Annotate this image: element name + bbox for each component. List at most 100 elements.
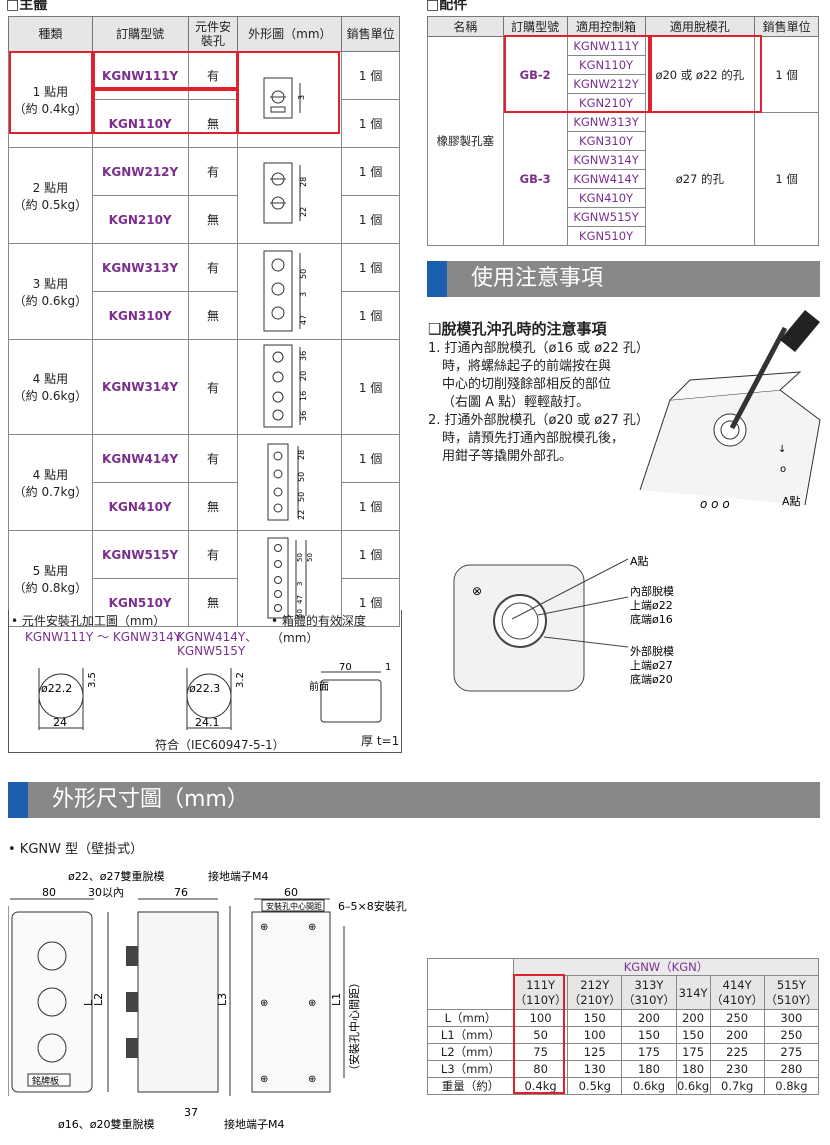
- model-cell: KGN310Y: [91, 291, 189, 340]
- dim-cell: 250: [763, 1026, 820, 1044]
- svg-text:前面: 前面: [309, 680, 329, 693]
- svg-text:20: 20: [299, 370, 308, 380]
- unit-cell: 1 個: [341, 578, 400, 627]
- model-cell: KGNW414Y: [91, 434, 189, 483]
- depth-title: • 箱體的有效深度（mm）: [271, 614, 366, 645]
- hole-cell: 有: [187, 339, 239, 435]
- gb3-unit: 1 個: [754, 112, 819, 246]
- box-cell: KGN310Y: [566, 131, 646, 151]
- box-cell: KGN410Y: [566, 188, 646, 208]
- standard-note: 符合（IEC60947-5-1）: [155, 738, 285, 752]
- outline-drawing-2pt: 28 22: [237, 147, 343, 244]
- model-cell: KGN410Y: [91, 482, 189, 531]
- svg-text:37: 37: [184, 1106, 198, 1119]
- type-cell: 4 點用（約 0.7kg）: [8, 434, 93, 531]
- svg-text:30以內: 30以內: [88, 886, 124, 899]
- model-cell: KGNW313Y: [91, 243, 189, 292]
- dim-cell: 300: [763, 1009, 820, 1027]
- model-cell: KGNW111Y: [91, 51, 189, 100]
- dimension-table: KGNW（KGN） 111Y（110Y） 212Y（210Y） 313Y（310…: [427, 958, 820, 1095]
- svg-text:80: 80: [42, 886, 56, 899]
- svg-text:22: 22: [297, 510, 306, 520]
- svg-text:50: 50: [299, 269, 308, 279]
- table-row: KGNW212Y: [428, 74, 819, 94]
- acc-header-hole: 適用脫模孔: [644, 16, 756, 37]
- dim-col-header: 515Y（510Y）: [763, 975, 820, 1010]
- unit-cell: 1 個: [341, 291, 400, 340]
- row-label: L（mm）: [427, 1009, 514, 1027]
- svg-text:36: 36: [299, 350, 308, 360]
- gb3-model: GB-3: [502, 112, 568, 246]
- svg-text:⊕: ⊕: [308, 998, 316, 1009]
- svg-text:50: 50: [297, 472, 306, 482]
- svg-text:⊕: ⊕: [308, 922, 316, 933]
- svg-text:36: 36: [299, 410, 308, 420]
- svg-text:1: 1: [385, 662, 391, 673]
- svg-text:⊗: ⊗: [472, 584, 482, 598]
- svg-text:接地端子M4: 接地端子M4: [208, 870, 269, 883]
- type-cell: 4 點用（約 0.6kg）: [8, 339, 93, 435]
- highlight-box: [236, 51, 340, 134]
- hole-cell: 有: [187, 434, 239, 483]
- svg-text:3: 3: [299, 292, 308, 297]
- acc-header-name: 名稱: [427, 16, 504, 37]
- svg-text:ø22、ø27雙重脫模: ø22、ø27雙重脫模: [68, 869, 164, 883]
- table-row: GB-3 KGNW313Y ø27 的孔 1 個: [428, 112, 819, 246]
- highlight-box: [91, 51, 239, 91]
- hole-cell: 無: [187, 99, 239, 148]
- table-row: KGNW515Y: [428, 207, 819, 227]
- dim-group-header: KGNW（KGN）: [513, 958, 819, 976]
- svg-text:22: 22: [299, 207, 308, 217]
- dim-cell: 150: [675, 1026, 711, 1044]
- type-cell: 5 點用（約 0.8kg）: [8, 530, 93, 627]
- svg-text:24: 24: [53, 716, 67, 729]
- gb2-hole: ø20 或 ø22 的孔: [644, 36, 756, 113]
- svg-text:3.5: 3.5: [87, 672, 98, 688]
- outline-drawing-1pt: 3: [237, 51, 343, 148]
- svg-text:o: o: [780, 464, 786, 475]
- dim-cell: 225: [709, 1043, 765, 1061]
- type-cell: 3 點用（約 0.6kg）: [8, 243, 93, 340]
- svg-text:28: 28: [297, 450, 306, 460]
- svg-text:ø22.3: ø22.3: [189, 682, 220, 695]
- dim-col-header: 212Y（210Y）: [567, 975, 623, 1010]
- svg-text:A點: A點: [630, 555, 649, 568]
- right-section-title: □配件: [426, 0, 468, 13]
- table-row: KGNW414Y: [428, 169, 819, 189]
- row-label: L2（mm）: [427, 1043, 514, 1061]
- hole-cell: 無: [187, 578, 239, 627]
- svg-text:接地端子M4: 接地端子M4: [224, 1118, 285, 1131]
- hole-cell: 有: [187, 147, 239, 196]
- svg-text:底端ø20: 底端ø20: [630, 672, 673, 686]
- svg-text:外部脫模: 外部脫模: [630, 644, 674, 658]
- svg-text:28: 28: [299, 177, 308, 187]
- dim-cell: 175: [675, 1043, 711, 1061]
- model-cell: KGN510Y: [91, 578, 189, 627]
- dim-col-header: 313Y（310Y）: [621, 975, 677, 1010]
- hole-group-2a: KGNW414Y、: [177, 630, 258, 644]
- svg-text:⊕: ⊕: [260, 922, 268, 933]
- dim-col-header: 314Y: [675, 975, 711, 1010]
- unit-cell: 1 個: [341, 51, 400, 100]
- svg-text:上端ø22: 上端ø22: [630, 599, 673, 612]
- caution-subtitle: ❑脫模孔沖孔時的注意事項: [428, 320, 607, 338]
- row-label: L3（mm）: [427, 1060, 514, 1078]
- box-cell: KGNW212Y: [566, 74, 646, 94]
- svg-text:60: 60: [284, 886, 298, 899]
- unit-cell: 1 個: [341, 482, 400, 531]
- table-row: KGN510Y: [428, 226, 819, 246]
- dims-subtitle: • KGNW 型（壁掛式）: [8, 842, 144, 857]
- left-section-title: □主體: [6, 0, 48, 13]
- table-row: KGN510Y 無 1 個: [9, 578, 400, 627]
- unit-cell: 1 個: [341, 339, 400, 435]
- svg-text:3: 3: [297, 95, 306, 100]
- acc-header-model: 訂購型號: [502, 16, 568, 37]
- dims-header-title: 外形尺寸圖（mm）: [52, 787, 249, 812]
- knockout-illustration: ⊗ A點 內部脫模 上端ø22 底端ø16 外部脫模 上端ø27 底端ø20: [453, 555, 674, 692]
